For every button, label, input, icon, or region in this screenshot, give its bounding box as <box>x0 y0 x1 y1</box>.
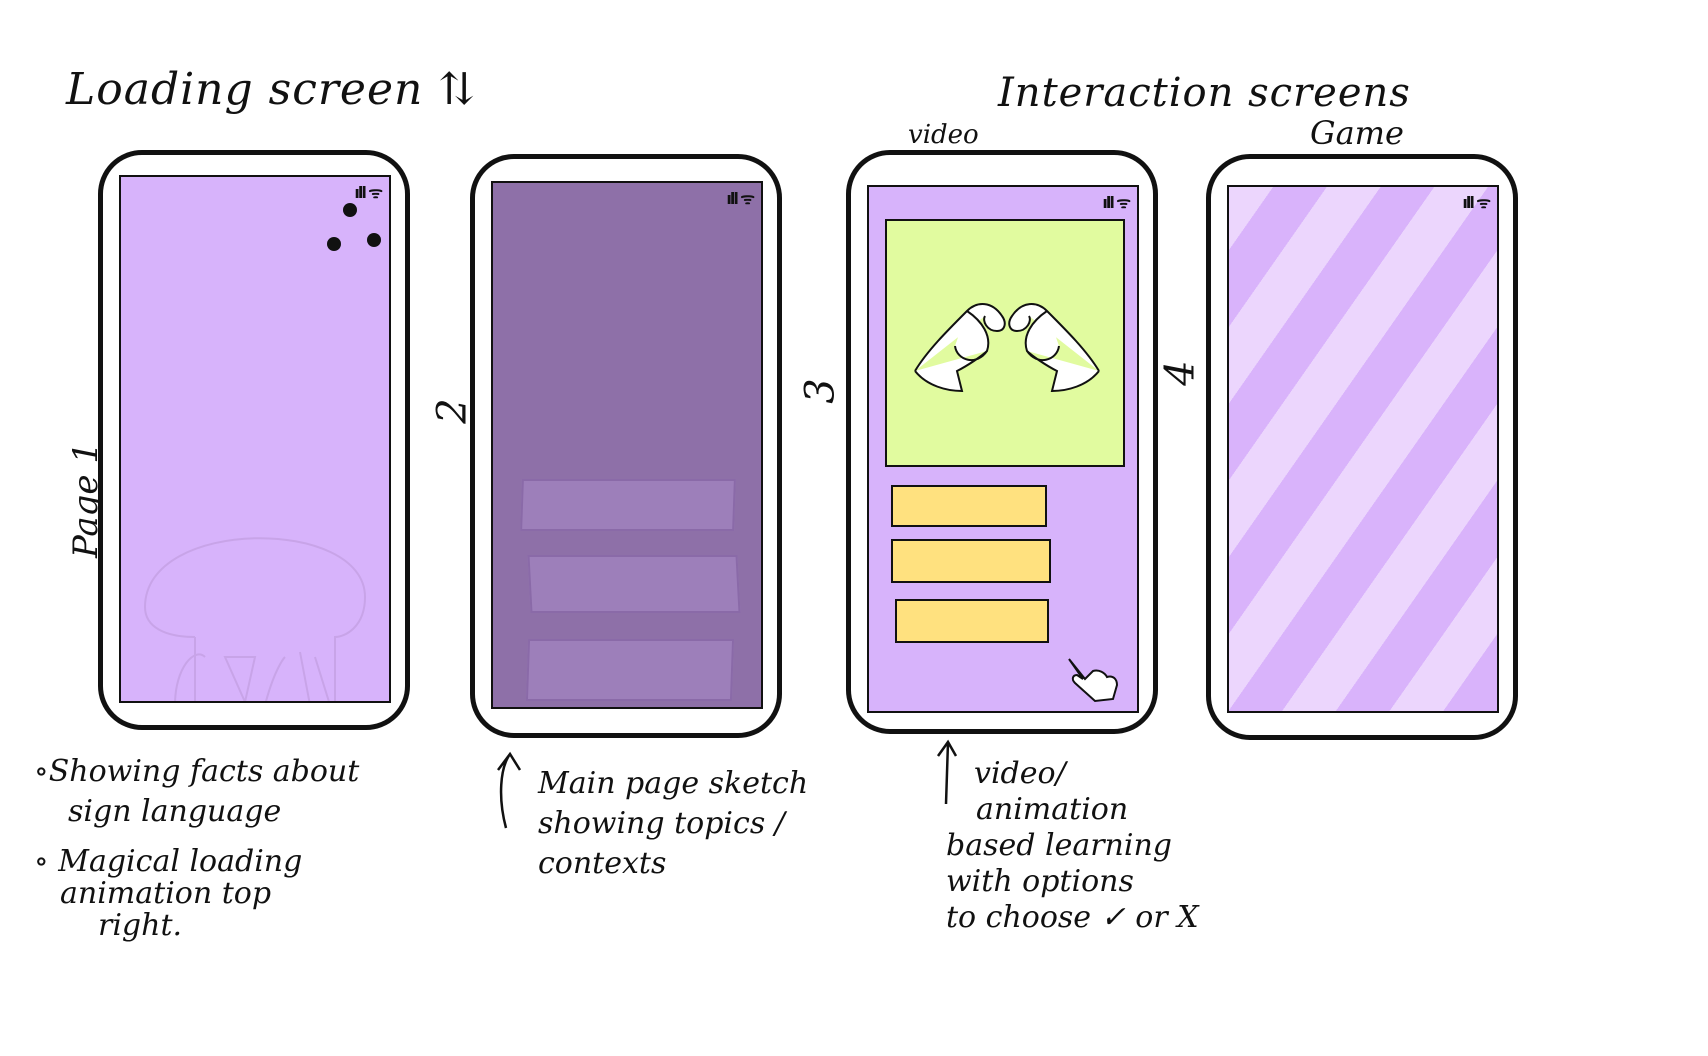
note-line: video/ <box>974 756 1066 791</box>
screen-number-2: 2 <box>429 398 476 424</box>
phone-main-page: ıll ᯤ <box>470 154 782 738</box>
loading-screen-title: Loading screen <box>66 64 424 115</box>
note-line: with options <box>946 864 1134 899</box>
status-bar: ıll ᯤ <box>354 183 383 202</box>
jellyfish-mascot-outline <box>144 537 367 701</box>
loading-dot <box>367 233 381 247</box>
note-line: showing topics / <box>538 806 785 841</box>
note-line: ∘ Magical loading <box>34 844 303 879</box>
status-bar: ıll ᯤ <box>726 189 755 208</box>
topic-card[interactable] <box>525 639 735 701</box>
arrow-up-icon <box>497 751 522 829</box>
topic-card[interactable] <box>527 555 741 613</box>
arrow-down-up-icon: ⇅ <box>438 64 477 115</box>
video-screen: ıll ᯤ <box>867 185 1139 713</box>
phone-loading: ıll ᯤ <box>98 150 410 730</box>
arrow-up-icon <box>936 739 958 805</box>
game-screen[interactable]: ıll ᯤ <box>1227 185 1499 713</box>
note-line: sign language <box>68 794 282 829</box>
loading-notes: ∘Showing facts about sign language ∘ Mag… <box>34 752 359 946</box>
loading-dot <box>343 203 357 217</box>
note-line: animation <box>976 792 1129 827</box>
main-page-screen: ıll ᯤ <box>491 181 763 709</box>
phone-game: ıll ᯤ <box>1206 154 1518 740</box>
answer-option[interactable] <box>891 539 1051 583</box>
note-line: contexts <box>538 846 667 881</box>
screen-number-4: 4 <box>1157 360 1204 386</box>
hand-sign-icon <box>914 303 1100 393</box>
answer-option[interactable] <box>891 485 1047 527</box>
video-label: video <box>908 120 979 150</box>
video-notes: video/ animation based learning with opt… <box>946 756 1199 936</box>
main-page-notes: Main page sketch showing topics / contex… <box>538 764 808 884</box>
answer-option[interactable] <box>895 599 1049 643</box>
note-line: ∘Showing facts about <box>34 754 360 789</box>
status-bar: ıll ᯤ <box>1102 193 1131 212</box>
note-line: to choose ✓ or X <box>946 900 1199 935</box>
note-line: based learning <box>946 828 1172 863</box>
status-bar: ıll ᯤ <box>1462 193 1491 212</box>
phone-video: ıll ᯤ <box>846 150 1158 734</box>
video-panel[interactable] <box>885 219 1125 467</box>
note-line: animation top <box>60 876 272 911</box>
loading-dot <box>327 237 341 251</box>
loading-screen-heading: Loading screen ⇅ <box>66 64 476 115</box>
loading-screen: ıll ᯤ <box>119 175 391 703</box>
note-line: Main page sketch <box>538 766 809 801</box>
pointing-hand-icon <box>1068 658 1119 703</box>
note-line: right. <box>98 908 183 943</box>
interaction-screens-heading: Interaction screens <box>998 70 1411 116</box>
game-label: Game <box>1310 114 1404 152</box>
topic-card[interactable] <box>520 479 736 531</box>
screen-number-3: 3 <box>797 378 844 404</box>
